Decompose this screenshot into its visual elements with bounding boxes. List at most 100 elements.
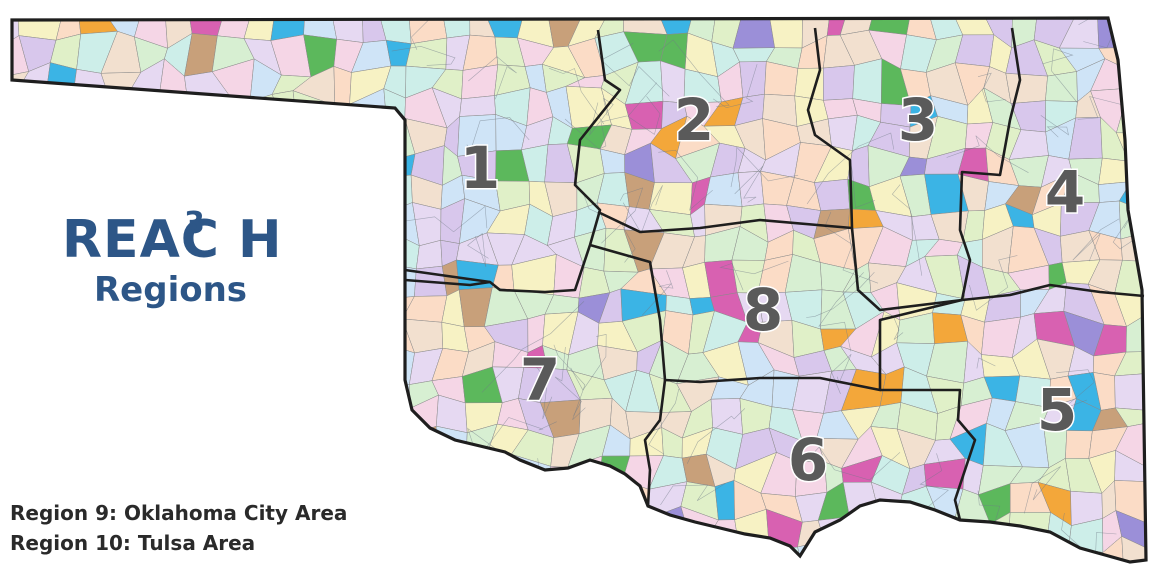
school-district: [357, 537, 391, 562]
school-district: [319, 313, 366, 356]
school-district: [650, 541, 694, 562]
road-line: [658, 149, 713, 211]
school-district: [931, 538, 965, 562]
school-district: [46, 86, 90, 126]
school-district: [145, 458, 171, 498]
school-district: [486, 510, 529, 554]
region-border: [880, 388, 977, 521]
school-district: [622, 18, 668, 35]
road-line: [1042, 48, 1078, 104]
road-line: [806, 132, 895, 205]
school-district: [12, 372, 36, 405]
school-district: [355, 491, 379, 524]
region-label-3: 3: [898, 86, 938, 154]
school-district: [129, 350, 174, 385]
school-district: [12, 127, 31, 148]
school-district: [523, 511, 555, 545]
road-line: [554, 346, 582, 416]
school-district: [104, 405, 136, 435]
road-line: [641, 270, 674, 316]
school-district: [17, 310, 59, 346]
school-district: [459, 510, 494, 554]
school-district: [331, 354, 365, 384]
school-district: [329, 381, 361, 404]
school-district: [53, 326, 90, 352]
school-district: [130, 422, 168, 471]
school-district: [12, 424, 34, 470]
school-district: [987, 539, 1012, 562]
road-line: [528, 357, 553, 420]
school-district: [356, 257, 384, 301]
school-district: [210, 142, 250, 188]
school-district: [278, 180, 304, 213]
school-district: [184, 320, 220, 354]
school-district: [327, 149, 359, 186]
school-district: [542, 483, 573, 518]
school-district: [266, 405, 310, 432]
school-district: [18, 88, 56, 129]
region-borders-layer: [404, 27, 1145, 521]
school-district: [213, 429, 252, 467]
school-district: [12, 231, 32, 270]
school-district: [1128, 69, 1146, 105]
school-district: [761, 546, 804, 562]
school-district: [12, 340, 36, 381]
school-district: [158, 457, 202, 488]
road-line: [648, 388, 680, 455]
school-district: [600, 537, 639, 562]
region-label-4: 4: [1045, 158, 1085, 226]
school-district: [186, 94, 229, 131]
school-district: [1114, 372, 1146, 411]
school-district: [358, 438, 389, 464]
road-line: [686, 408, 746, 464]
road-line: [734, 165, 764, 203]
school-district: [217, 319, 250, 354]
school-district: [17, 268, 59, 296]
school-district: [299, 309, 333, 357]
school-district: [29, 240, 59, 272]
school-district: [461, 64, 499, 100]
school-district: [17, 286, 59, 330]
school-district: [192, 427, 217, 467]
school-district: [12, 142, 32, 177]
school-district: [329, 257, 365, 295]
school-district: [813, 178, 850, 211]
school-district: [241, 457, 269, 498]
region-border: [850, 227, 963, 312]
school-district: [570, 483, 610, 518]
school-district: [72, 405, 118, 433]
road-line: [946, 135, 1029, 173]
road-line: [548, 68, 605, 125]
school-district: [264, 454, 297, 487]
school-district: [436, 537, 470, 562]
school-district: [486, 482, 525, 517]
school-district: [357, 376, 383, 413]
school-district: [328, 438, 364, 463]
school-district: [117, 322, 139, 356]
road-line: [977, 72, 1006, 103]
school-district: [88, 142, 117, 184]
school-district: [412, 512, 449, 554]
school-district: [849, 516, 882, 548]
school-district: [934, 522, 966, 551]
school-district: [739, 550, 770, 562]
road-line: [400, 205, 488, 233]
school-district: [89, 119, 118, 148]
school-district: [247, 425, 281, 463]
road-line: [622, 185, 663, 234]
road-line: [1024, 466, 1061, 514]
school-district: [1007, 550, 1050, 562]
school-district: [374, 481, 421, 525]
road-line: [398, 495, 430, 515]
road-line: [485, 417, 557, 449]
school-district: [404, 449, 445, 488]
road-line: [658, 39, 730, 107]
school-district: [327, 177, 361, 218]
school-district: [238, 116, 282, 159]
school-district: [72, 424, 118, 465]
road-line: [1056, 369, 1095, 410]
school-district: [129, 316, 172, 356]
school-district: [164, 400, 194, 428]
school-district: [106, 338, 138, 381]
